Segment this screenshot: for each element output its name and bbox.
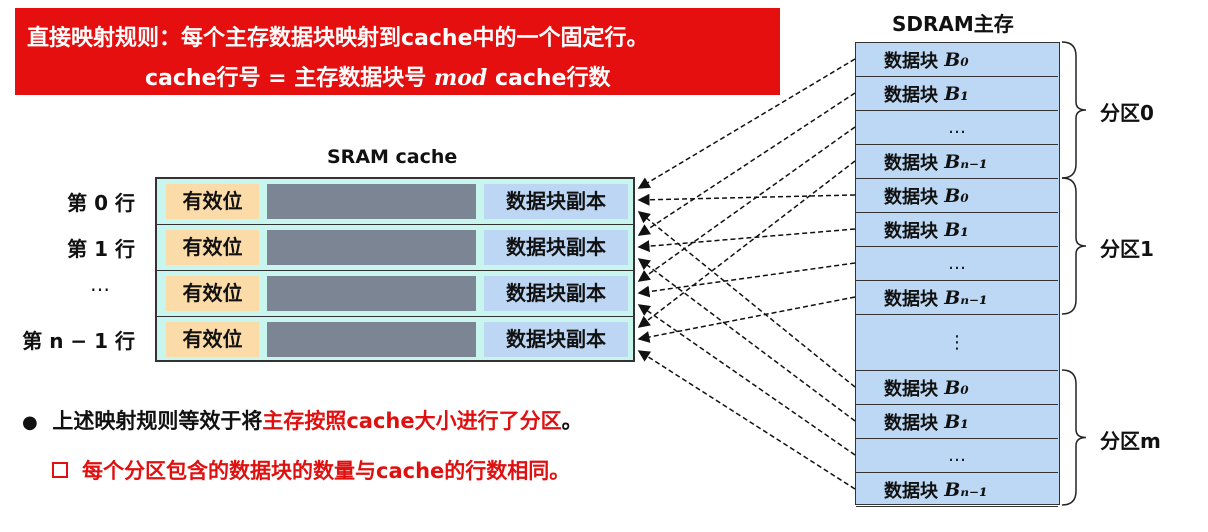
- partition-brace: [1061, 177, 1087, 315]
- tag-field: [267, 276, 476, 311]
- formula-left: cache行号 = 主存数据块号: [145, 66, 434, 91]
- block-label: 数据块: [884, 186, 938, 208]
- sdram-title: SDRAM主存: [892, 12, 1014, 36]
- mapping-arrow: [637, 304, 856, 456]
- bullet-2: 每个分区包含的数据块的数量与cache的行数相同。: [52, 455, 570, 485]
- mapping-arrow: [637, 228, 856, 253]
- sdram-block: 数据块 B₁: [856, 405, 1058, 439]
- bullet-1: ● 上述映射规则等效于将主存按照cache大小进行了分区。: [22, 409, 583, 433]
- mapping-arrow: [637, 350, 856, 490]
- block-label: 数据块: [884, 84, 938, 106]
- block-label: 数据块: [884, 412, 938, 434]
- rule-line2: cache行号 = 主存数据块号 mod cache行数: [145, 60, 610, 92]
- bullet1-text: 上述映射规则等效于将: [52, 409, 263, 433]
- sdram-block: 数据块 Bₙ₋₁: [856, 281, 1058, 315]
- sdram-block: 数据块 B₁: [856, 213, 1058, 247]
- cache-row-label: 第 n − 1 行: [22, 329, 135, 353]
- block-index: B₁: [944, 82, 969, 105]
- valid-bit: 有效位: [166, 276, 259, 311]
- block-index: B₀: [944, 184, 969, 207]
- cache-line: 有效位 数据块副本: [157, 225, 633, 271]
- partition-brace: [1061, 369, 1087, 506]
- data-block-copy: 数据块副本: [484, 322, 628, 357]
- mapping-arrow: [637, 211, 856, 388]
- mapping-arrow: [637, 296, 856, 343]
- block-index: B₁: [944, 218, 969, 241]
- mapping-arrow: [637, 126, 856, 282]
- partition-label: 分区1: [1100, 237, 1154, 261]
- valid-bit: 有效位: [166, 230, 259, 265]
- rule-banner: 直接映射规则：每个主存数据块映射到cache中的一个固定行。 cache行号 =…: [15, 8, 780, 95]
- block-index: Bₙ₋₁: [944, 150, 988, 173]
- mod-operator: mod: [433, 65, 488, 91]
- bullet2-text: 每个分区包含的数据块的数量与cache的行数相同。: [82, 459, 571, 483]
- block-index: Bₙ₋₁: [944, 286, 988, 309]
- mapping-arrow: [637, 160, 856, 328]
- cache-title: SRAM cache: [327, 146, 458, 168]
- sdram-block: …: [856, 247, 1058, 281]
- block-label: 数据块: [884, 220, 938, 242]
- data-block-copy: 数据块副本: [484, 230, 628, 265]
- block-index: B₀: [944, 48, 969, 71]
- bullet1-highlight: 主存按照cache大小进行了分区: [262, 409, 562, 433]
- valid-bit: 有效位: [166, 184, 259, 219]
- cache-line: 有效位 数据块副本: [157, 271, 633, 317]
- data-block-copy: 数据块副本: [484, 276, 628, 311]
- sdram-block: 数据块 Bₙ₋₁: [856, 473, 1058, 507]
- cache-line: 有效位 数据块副本: [157, 317, 633, 363]
- block-label: 数据块: [884, 288, 938, 310]
- sdram-gap: ⋮: [856, 315, 1058, 371]
- partition-label: 分区m: [1100, 428, 1161, 453]
- tag-field: [267, 230, 476, 265]
- sdram-block: 数据块 B₀: [856, 371, 1058, 405]
- block-label: 数据块: [884, 378, 938, 400]
- partition-brace: [1061, 41, 1087, 179]
- mapping-arrow: [637, 262, 856, 298]
- data-block-copy: 数据块副本: [484, 184, 628, 219]
- sram-cache: 有效位数据块副本有效位数据块副本有效位数据块副本有效位数据块副本: [155, 177, 635, 362]
- square-bullet-icon: [52, 462, 68, 478]
- mapping-arrow: [637, 92, 856, 236]
- tag-field: [267, 322, 476, 357]
- cache-row-label: …: [90, 272, 110, 296]
- valid-bit: 有效位: [166, 322, 259, 357]
- sdram-block: 数据块 B₀: [856, 43, 1058, 77]
- sdram-block: 数据块 B₁: [856, 77, 1058, 111]
- block-index: Bₙ₋₁: [944, 478, 988, 501]
- block-label: 数据块: [884, 50, 938, 72]
- sdram-block: …: [856, 439, 1058, 473]
- cache-row-label: 第 1 行: [67, 237, 135, 261]
- cache-row-label: 第 0 行: [67, 191, 135, 215]
- partition-label: 分区0: [1100, 101, 1154, 125]
- block-label: 数据块: [884, 480, 938, 502]
- cache-line: 有效位 数据块副本: [157, 179, 633, 225]
- block-index: B₁: [944, 410, 969, 433]
- bullet1-end: 。: [561, 409, 583, 433]
- rule-line1: 直接映射规则：每个主存数据块映射到cache中的一个固定行。: [27, 26, 649, 51]
- mapping-arrow: [637, 258, 856, 422]
- sdram-block: …: [856, 111, 1058, 145]
- mapping-arrow: [637, 193, 856, 206]
- formula-right: cache行数: [487, 66, 611, 91]
- mapping-arrow: [637, 58, 856, 189]
- sdram-block: 数据块 Bₙ₋₁: [856, 145, 1058, 179]
- tag-field: [267, 184, 476, 219]
- sdram-block: 数据块 B₀: [856, 179, 1058, 213]
- block-label: 数据块: [884, 152, 938, 174]
- block-index: B₀: [944, 376, 969, 399]
